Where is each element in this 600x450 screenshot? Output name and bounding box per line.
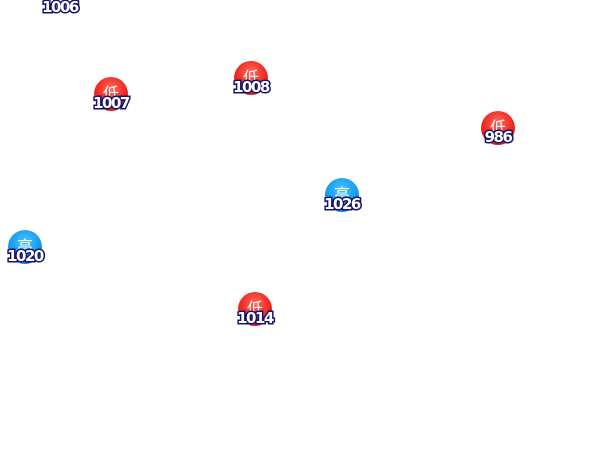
high-pressure-marker[interactable]: 高 1026 bbox=[312, 178, 372, 234]
pressure-value: 1006 bbox=[41, 0, 81, 16]
low-pressure-icon: 低 bbox=[94, 77, 128, 111]
pressure-value: 1007 bbox=[92, 94, 132, 112]
low-pressure-icon: 低 bbox=[481, 111, 515, 145]
low-pressure-icon: 低 bbox=[234, 61, 268, 95]
pressure-symbol: 低 bbox=[489, 118, 506, 137]
pressure-value: 1014 bbox=[236, 309, 276, 327]
pressure-symbol: 低 bbox=[246, 299, 263, 318]
pressure-value: 986 bbox=[483, 128, 514, 146]
low-pressure-icon: 低 bbox=[238, 292, 272, 326]
low-pressure-marker[interactable]: 低 1014 bbox=[225, 292, 285, 348]
pressure-symbol: 高 bbox=[16, 237, 33, 256]
pressure-symbol: 低 bbox=[242, 68, 259, 87]
low-pressure-marker[interactable]: 低 1008 bbox=[221, 61, 281, 117]
low-pressure-marker[interactable]: 低 1007 bbox=[81, 77, 141, 133]
pressure-value: 1008 bbox=[232, 78, 272, 96]
pressure-value: 1020 bbox=[6, 247, 46, 265]
low-pressure-marker[interactable]: 1006 bbox=[30, 0, 90, 37]
high-pressure-marker[interactable]: 高 1020 bbox=[0, 230, 55, 286]
low-pressure-marker[interactable]: 低 986 bbox=[468, 111, 528, 167]
pressure-symbol: 高 bbox=[333, 185, 350, 204]
high-pressure-icon: 高 bbox=[8, 230, 42, 264]
pressure-value: 1026 bbox=[323, 195, 363, 213]
pressure-symbol: 低 bbox=[102, 84, 119, 103]
high-pressure-icon: 高 bbox=[325, 178, 359, 212]
